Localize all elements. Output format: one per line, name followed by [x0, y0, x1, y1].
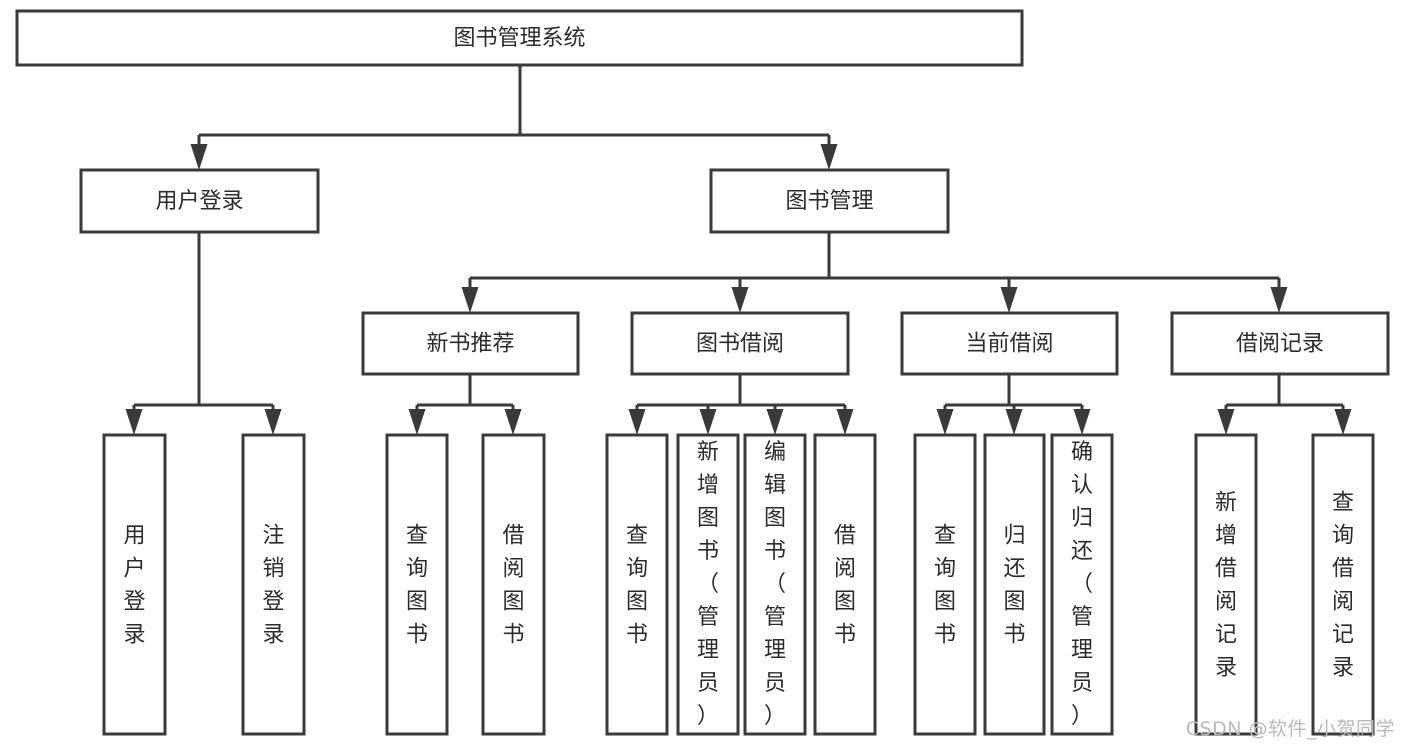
node-label-leaf-user-logout: 注销登录	[262, 524, 284, 648]
arrow-head-icon	[836, 409, 854, 435]
node-leaf-borrow-book-1[interactable]: 借阅图书	[481, 433, 546, 736]
node-root[interactable]: 图书管理系统	[15, 9, 1024, 67]
arrow-head-icon	[408, 409, 426, 435]
node-label-leaf-confirm-return: 确认归还（管理员）	[1071, 440, 1093, 729]
node-box-current-borrow[interactable]	[900, 311, 1119, 376]
node-new-book-rec[interactable]: 新书推荐	[361, 311, 580, 376]
arrow-head-icon	[820, 144, 838, 170]
node-label-user-login: 用户登录	[155, 189, 243, 214]
node-box-leaf-query-book-2[interactable]	[605, 433, 669, 736]
arrow-head-icon	[190, 144, 208, 170]
arrow-head-icon	[936, 409, 954, 435]
node-label-current-borrow: 当前借阅	[965, 332, 1053, 357]
node-label-leaf-add-book: 新增图书（管理员）	[697, 440, 719, 729]
node-leaf-borrow-book-2[interactable]: 借阅图书	[813, 433, 877, 736]
node-box-book-borrow[interactable]	[630, 311, 850, 376]
node-box-user-login[interactable]	[79, 168, 320, 234]
arrow-head-icon	[461, 287, 479, 313]
node-label-leaf-add-record: 新增借阅记录	[1215, 491, 1237, 681]
node-label-leaf-query-book-3: 查询图书	[934, 524, 956, 648]
watermark-label: CSDN @软件_小贺同学	[1185, 718, 1395, 740]
node-box-leaf-query-book-1[interactable]	[385, 433, 449, 736]
node-current-borrow[interactable]: 当前借阅	[900, 311, 1119, 376]
node-label-root: 图书管理系统	[453, 26, 585, 51]
node-label-leaf-query-book-1: 查询图书	[406, 524, 428, 648]
node-box-leaf-add-record[interactable]	[1194, 433, 1258, 736]
node-leaf-confirm-return[interactable]: 确认归还（管理员）	[1050, 433, 1114, 736]
node-box-leaf-query-record[interactable]	[1311, 433, 1375, 736]
node-box-leaf-query-book-3[interactable]	[913, 433, 977, 736]
node-label-leaf-user-login: 用户登录	[123, 524, 145, 648]
node-box-book-manage[interactable]	[709, 168, 950, 234]
node-borrow-record[interactable]: 借阅记录	[1170, 311, 1390, 376]
node-book-borrow[interactable]: 图书借阅	[630, 311, 850, 376]
arrow-head-icon	[1270, 287, 1288, 313]
node-leaf-query-book-3[interactable]: 查询图书	[913, 433, 977, 736]
node-box-leaf-user-logout[interactable]	[241, 433, 306, 736]
arrow-head-icon	[1005, 409, 1023, 435]
node-leaf-add-record[interactable]: 新增借阅记录	[1194, 433, 1258, 736]
node-box-root[interactable]	[15, 9, 1024, 67]
node-label-leaf-edit-book: 编辑图书（管理员）	[764, 440, 786, 729]
node-box-leaf-return-book[interactable]	[983, 433, 1046, 736]
arrow-head-icon	[699, 409, 717, 435]
node-box-leaf-confirm-return[interactable]	[1050, 433, 1114, 736]
arrow-head-icon	[125, 409, 143, 435]
node-box-leaf-add-book[interactable]	[676, 433, 740, 736]
node-leaf-return-book[interactable]: 归还图书	[983, 433, 1046, 736]
node-box-borrow-record[interactable]	[1170, 311, 1390, 376]
node-label-borrow-record: 借阅记录	[1236, 332, 1324, 357]
node-leaf-user-login[interactable]: 用户登录	[102, 433, 167, 736]
arrow-head-icon	[628, 409, 646, 435]
arrow-head-icon	[1073, 409, 1091, 435]
arrow-head-icon	[766, 409, 784, 435]
node-user-login[interactable]: 用户登录	[79, 168, 320, 234]
arrow-head-icon	[1217, 409, 1235, 435]
node-leaf-query-record[interactable]: 查询借阅记录	[1311, 433, 1375, 736]
arrow-head-icon	[1334, 409, 1352, 435]
arrow-head-icon	[1000, 287, 1018, 313]
connector-group	[628, 374, 854, 435]
arrow-head-icon	[504, 409, 522, 435]
node-leaf-query-book-2[interactable]: 查询图书	[605, 433, 669, 736]
connector-group	[190, 65, 838, 170]
arrow-head-icon	[731, 287, 749, 313]
node-label-new-book-rec: 新书推荐	[426, 332, 514, 357]
connector-group	[1217, 374, 1352, 435]
node-box-leaf-borrow-book-2[interactable]	[813, 433, 877, 736]
connector-group	[125, 232, 282, 435]
node-label-leaf-borrow-book-2: 借阅图书	[834, 524, 856, 648]
node-label-book-manage: 图书管理	[785, 189, 873, 214]
node-label-leaf-query-record: 查询借阅记录	[1332, 491, 1354, 681]
node-box-leaf-user-login[interactable]	[102, 433, 167, 736]
node-box-leaf-borrow-book-1[interactable]	[481, 433, 546, 736]
connector-group	[936, 374, 1091, 435]
connector-group	[408, 374, 522, 435]
connector-group	[461, 232, 1288, 313]
connector-layer	[125, 65, 1352, 435]
node-leaf-edit-book[interactable]: 编辑图书（管理员）	[743, 433, 807, 736]
node-leaf-user-logout[interactable]: 注销登录	[241, 433, 306, 736]
node-label-leaf-return-book: 归还图书	[1003, 524, 1025, 648]
node-label-book-borrow: 图书借阅	[696, 332, 784, 357]
node-layer: 图书管理系统用户登录图书管理新书推荐图书借阅当前借阅借阅记录用户登录注销登录查询…	[15, 9, 1390, 736]
node-box-new-book-rec[interactable]	[361, 311, 580, 376]
node-leaf-query-book-1[interactable]: 查询图书	[385, 433, 449, 736]
node-book-manage[interactable]: 图书管理	[709, 168, 950, 234]
node-leaf-add-book[interactable]: 新增图书（管理员）	[676, 433, 740, 736]
node-box-leaf-edit-book[interactable]	[743, 433, 807, 736]
node-label-leaf-query-book-2: 查询图书	[626, 524, 648, 648]
arrow-head-icon	[264, 409, 282, 435]
node-label-leaf-borrow-book-1: 借阅图书	[502, 524, 524, 648]
